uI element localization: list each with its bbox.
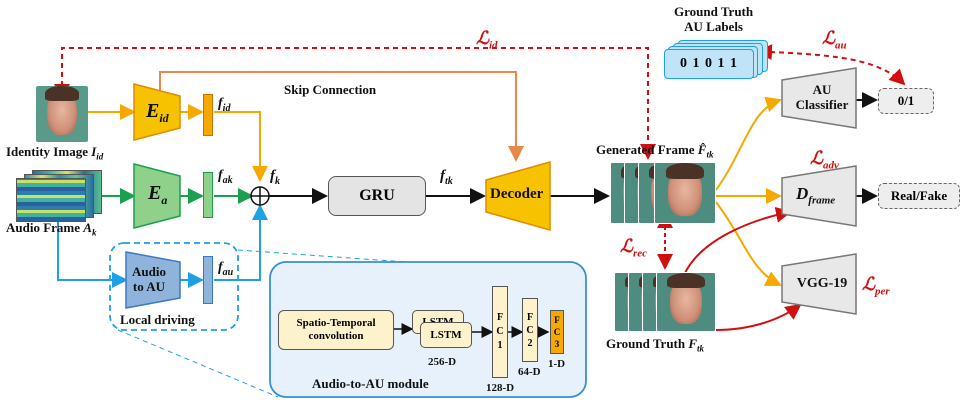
loss-au-line bbox=[756, 44, 906, 86]
frame-to-vgg-arrow bbox=[715, 201, 782, 286]
audio-to-au-shape bbox=[125, 251, 181, 309]
callout-line-bottom bbox=[117, 329, 279, 398]
vgg-shape bbox=[781, 253, 857, 315]
ground-truth-frame-stack bbox=[614, 272, 716, 332]
f-au-label: fau bbox=[218, 260, 234, 278]
loss-rec-label: ℒrec bbox=[620, 236, 648, 260]
fc3-dim-label: 1-D bbox=[548, 358, 566, 370]
au-module-title: Audio-to-AU module bbox=[312, 376, 429, 391]
f-au-bar bbox=[203, 256, 213, 304]
loss-id-label: ℒid bbox=[476, 28, 498, 52]
au-output-box: 0/1 bbox=[878, 88, 934, 114]
audio-to-au-arrow bbox=[57, 218, 128, 288]
audio-spectrogram-stack bbox=[16, 170, 102, 222]
d-frame-shape bbox=[781, 165, 857, 227]
real-fake-box: Real/Fake bbox=[878, 183, 960, 209]
decoder-shape bbox=[485, 161, 551, 231]
gru-block: GRU bbox=[328, 176, 426, 216]
generated-frame-stack bbox=[610, 162, 716, 224]
e-a-label: Ea bbox=[148, 182, 168, 207]
f-id-bar bbox=[203, 94, 213, 136]
d-frame-label: Dframe bbox=[796, 184, 836, 207]
au-classifier-shape bbox=[781, 67, 857, 129]
f-tk-label: ftk bbox=[440, 168, 453, 187]
skip-connection-label: Skip Connection bbox=[284, 82, 377, 97]
ground-truth-frame-label: Ground Truth Ftk bbox=[606, 336, 705, 354]
e-id-encoder-shape bbox=[133, 83, 181, 141]
audio-frame-label: Audio Frame Ak bbox=[6, 220, 97, 238]
f-ak-label: fak bbox=[218, 168, 233, 186]
sum-node-cross bbox=[251, 187, 269, 205]
gt-to-vgg-arrow bbox=[715, 303, 802, 331]
generated-frame-label: Generated Frame F̂tk bbox=[596, 142, 714, 160]
lstm-dim-label: 256-D bbox=[428, 356, 457, 368]
gt-au-labels-value: 0 1 0 1 1 bbox=[664, 49, 754, 79]
gt-to-dframe-arrow bbox=[683, 206, 792, 276]
gt-au-labels-stack: 0 1 0 1 1 bbox=[664, 40, 770, 80]
e-a-encoder-shape bbox=[133, 163, 181, 229]
f-id-label: fid bbox=[218, 96, 231, 114]
f-ak-bar bbox=[203, 172, 213, 218]
loss-per-label: ℒper bbox=[862, 274, 890, 298]
decoder-label: Decoder bbox=[490, 186, 544, 202]
f-k-label: fk bbox=[270, 168, 280, 187]
lstm-front-block: LSTM bbox=[420, 322, 472, 348]
loss-au-label: ℒau bbox=[822, 28, 847, 52]
local-driving-label: Local driving bbox=[120, 312, 195, 327]
frame-to-au-classifier-arrow bbox=[715, 96, 782, 191]
callout-line-top bbox=[237, 249, 421, 264]
e-id-label: Eid bbox=[146, 100, 169, 125]
vgg-label: VGG-19 bbox=[796, 276, 848, 291]
fau-to-sum-arrow bbox=[214, 204, 268, 281]
identity-image-label: Identity Image Iid bbox=[6, 144, 104, 162]
identity-image bbox=[36, 86, 88, 142]
local-driving-box bbox=[109, 242, 239, 331]
loss-id-line bbox=[54, 47, 656, 160]
fc1-dim-label: 128-D bbox=[486, 382, 515, 394]
loss-adv-label: ℒadv bbox=[810, 148, 839, 172]
fc2-dim-label: 64-D bbox=[518, 366, 541, 378]
